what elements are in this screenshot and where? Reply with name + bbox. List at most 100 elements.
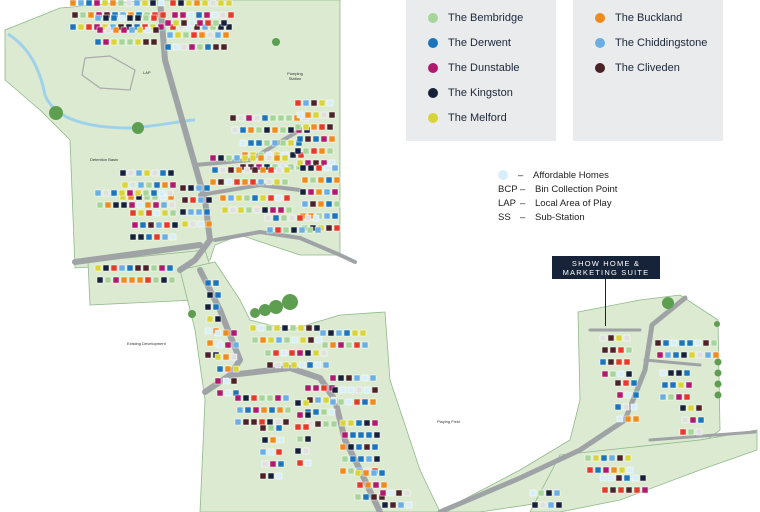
house-plot <box>667 369 675 377</box>
house-plot <box>163 221 171 229</box>
house-plot <box>267 448 275 456</box>
house-plot <box>142 14 150 22</box>
house-plot <box>679 404 687 412</box>
house-plot <box>197 196 205 204</box>
house-plot <box>282 418 290 426</box>
house-plot <box>110 189 118 197</box>
existing-development-label: Existing Development <box>127 341 166 346</box>
house-plot <box>371 419 379 427</box>
house-plot <box>222 31 230 39</box>
melford-swatch-icon <box>428 113 438 123</box>
house-plot <box>206 315 214 323</box>
house-plot <box>381 501 389 509</box>
house-plot <box>239 126 247 134</box>
house-plot <box>617 370 625 378</box>
legend-label: The Chiddingstone <box>615 37 708 49</box>
key-dash: – <box>520 197 526 209</box>
callout-line-2: MARKETING SUITE <box>562 268 650 277</box>
house-plot <box>298 361 306 369</box>
house-plot <box>302 147 310 155</box>
house-plot <box>539 501 547 509</box>
house-plot <box>214 31 222 39</box>
house-plot <box>118 264 126 272</box>
house-plot <box>354 469 362 477</box>
house-plot <box>219 166 227 174</box>
house-plot <box>255 126 263 134</box>
house-plot <box>323 188 331 196</box>
house-plot <box>134 14 142 22</box>
house-plot <box>609 486 617 494</box>
house-plot <box>169 233 177 241</box>
house-plot <box>615 334 623 342</box>
house-plot <box>110 14 118 22</box>
river <box>7 32 196 130</box>
house-plot <box>672 351 680 359</box>
house-plot <box>328 135 336 143</box>
legend-item-kingston: The Kingston <box>428 86 513 100</box>
house-plot <box>227 11 235 19</box>
house-plot <box>166 264 174 272</box>
house-plot <box>185 0 193 7</box>
house-plot <box>134 264 142 272</box>
house-plot <box>323 212 331 220</box>
house-plot <box>357 431 365 439</box>
house-plot <box>294 147 302 155</box>
house-plot <box>129 181 137 189</box>
house-plot <box>125 0 133 7</box>
house-plot <box>602 466 610 474</box>
house-plot <box>265 154 273 162</box>
house-plot <box>251 166 259 174</box>
house-plot <box>126 38 134 46</box>
key-dash: – <box>520 211 526 223</box>
house-plot <box>214 291 222 299</box>
house-plot <box>189 196 197 204</box>
house-plot <box>361 398 369 406</box>
house-plot <box>281 324 289 332</box>
house-plot <box>281 178 289 186</box>
house-plot <box>151 169 159 177</box>
house-plot <box>150 38 158 46</box>
house-plot <box>160 276 168 284</box>
house-plot <box>274 361 282 369</box>
house-plot <box>326 99 334 107</box>
house-plot <box>331 212 339 220</box>
house-plot <box>355 443 363 451</box>
kingston-swatch-icon <box>428 88 438 98</box>
house-plot <box>230 329 238 337</box>
key-row-ss: SS–Sub-Station <box>498 210 617 224</box>
house-plot <box>686 339 694 347</box>
house-plot <box>241 178 249 186</box>
house-plot <box>253 206 261 214</box>
house-plot <box>331 164 339 172</box>
house-plot <box>144 201 152 209</box>
house-plot <box>317 200 325 208</box>
house-plot <box>670 339 678 347</box>
house-plot <box>312 214 320 222</box>
house-plot <box>288 214 296 222</box>
house-plot <box>227 194 235 202</box>
house-plot <box>214 329 222 337</box>
house-plot <box>616 454 624 462</box>
house-plot <box>373 431 381 439</box>
house-plot <box>137 233 145 241</box>
house-plot <box>222 353 230 361</box>
house-plot <box>109 0 117 7</box>
house-plot <box>371 443 379 451</box>
house-plot <box>584 454 592 462</box>
house-plot <box>131 221 139 229</box>
house-plot <box>129 233 137 241</box>
house-plot <box>118 189 126 197</box>
house-plot <box>104 26 112 34</box>
house-plot <box>372 481 380 489</box>
house-plot <box>152 26 160 34</box>
house-plot <box>242 394 250 402</box>
house-plot <box>101 0 109 7</box>
house-plot <box>104 276 112 284</box>
house-plot <box>259 336 267 344</box>
house-plot <box>112 276 120 284</box>
house-plot <box>152 276 160 284</box>
house-plot <box>601 486 609 494</box>
house-plot <box>250 394 258 402</box>
house-plot <box>287 139 295 147</box>
house-plot <box>363 419 371 427</box>
